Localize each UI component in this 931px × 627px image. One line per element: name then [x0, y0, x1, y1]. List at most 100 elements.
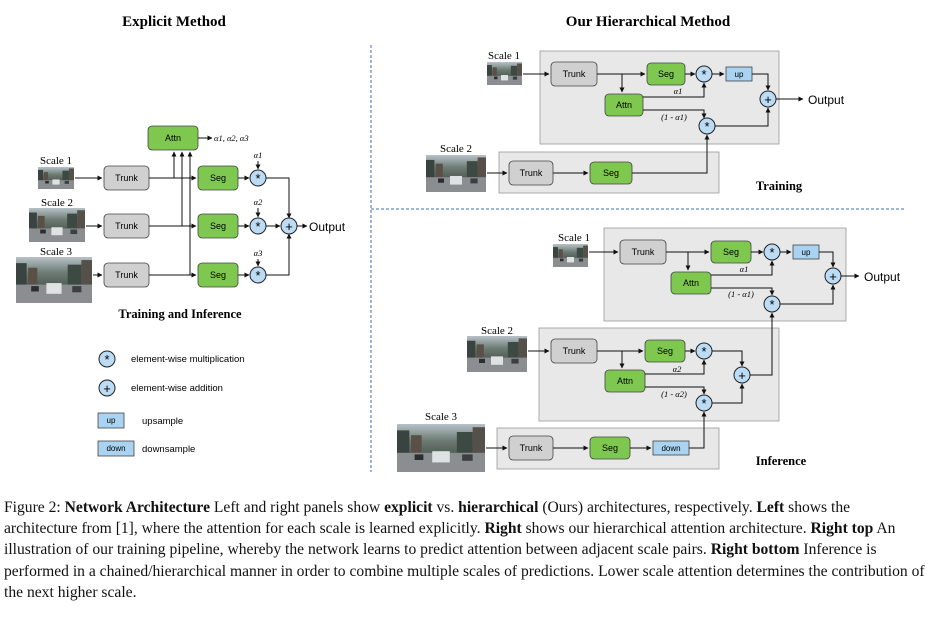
- inf-mul-op-4: *: [695, 394, 713, 412]
- train-scale-2-label: Scale 2: [440, 143, 472, 155]
- left-output-label: Output: [309, 220, 346, 234]
- left-mul-op-3: *: [249, 266, 267, 284]
- svg-text:+: +: [103, 381, 111, 396]
- left-scale-3-image: [16, 257, 92, 303]
- inference-diagram: Scale 1 Scale 2 Scale 3 Trunk Seg Attn *…: [397, 227, 901, 472]
- left-seg-3-label: Seg: [210, 270, 226, 280]
- svg-text:+: +: [829, 269, 837, 284]
- training-diagram: Scale 1 Scale 2 Trunk Seg Attn * α1 (1 -…: [426, 50, 845, 194]
- legend-down-icon: [97, 440, 135, 457]
- left-attn-output-label: α1, α2, α3: [214, 133, 249, 143]
- inf-alpha-2: α2: [673, 364, 682, 374]
- svg-text:*: *: [255, 268, 260, 283]
- train-scale-1-image: [487, 62, 522, 85]
- legend-mul-icon: *: [98, 350, 116, 368]
- inf-trunk-3-label: Trunk: [520, 443, 543, 453]
- inf-seg-2-label: Seg: [657, 346, 673, 356]
- svg-text:+: +: [764, 92, 772, 107]
- caption-text-4: shows the architecture from [1], where t…: [4, 499, 851, 538]
- caption-text-6: An illustration of our training pipeline…: [4, 520, 896, 559]
- svg-text:*: *: [701, 67, 706, 82]
- inf-seg-1-label: Seg: [723, 247, 739, 257]
- left-subtitle: Training and Inference: [118, 307, 242, 321]
- inf-mul-op-3: *: [695, 342, 713, 360]
- left-add-op: +: [280, 217, 298, 235]
- inf-seg-3-label: Seg: [602, 443, 618, 453]
- train-add-op: +: [759, 90, 777, 108]
- caption-right-top: Right top: [810, 520, 874, 538]
- inference-subtitle: Inference: [756, 454, 807, 468]
- caption-right-bottom: Right bottom: [710, 541, 800, 559]
- caption-right-label: Right: [484, 520, 522, 538]
- train-scale-2-image: [426, 155, 486, 192]
- legend-add-text: element-wise addition: [131, 383, 223, 394]
- caption-prefix: Figure 2:: [4, 499, 65, 516]
- inf-add-op-2: +: [733, 366, 751, 384]
- inf-scale-2-label: Scale 2: [481, 325, 513, 337]
- left-panel-title: Explicit Method: [122, 14, 226, 30]
- left-alpha-3: α3: [254, 248, 263, 258]
- inf-attn-1: [670, 271, 712, 295]
- inf-scale-2-image: [467, 336, 527, 372]
- train-attn: [604, 93, 644, 117]
- train-trunk-1-label: Trunk: [563, 69, 586, 79]
- caption-explicit: explicit: [384, 499, 433, 516]
- left-trunk-1-label: Trunk: [115, 173, 138, 183]
- inf-scale-3-label: Scale 3: [425, 411, 458, 423]
- svg-text:*: *: [255, 171, 260, 186]
- inf-attn-1-label: Attn: [683, 278, 699, 288]
- svg-text:+: +: [285, 219, 293, 234]
- train-seg-2-label: Seg: [603, 168, 619, 178]
- legend-up-text: upsample: [142, 416, 183, 427]
- svg-text:*: *: [104, 352, 109, 367]
- inf-one-minus-alpha-2: (1 - α2): [661, 389, 687, 399]
- left-alpha-2: α2: [254, 197, 263, 207]
- svg-text:*: *: [255, 219, 260, 234]
- train-mul-op-1: *: [695, 65, 713, 83]
- inf-mul-op-2: *: [763, 295, 781, 313]
- explicit-method-diagram: Scale 1 Scale 2 Scale 3 Trunk Trunk Trun…: [16, 125, 346, 321]
- caption-heading: Network Architecture: [64, 499, 210, 516]
- inf-attn-2-label: Attn: [617, 376, 633, 386]
- inf-attn-2: [604, 369, 646, 393]
- left-trunk-3-label: Trunk: [115, 270, 138, 280]
- left-attn-label: Attn: [165, 133, 181, 143]
- inf-scale-3-image: [397, 424, 485, 472]
- inf-trunk-2-label: Trunk: [563, 346, 586, 356]
- caption-text-2: vs.: [432, 499, 459, 516]
- left-seg-1-label: Seg: [210, 173, 226, 183]
- caption-hierarchical: hierarchical: [458, 499, 539, 516]
- train-output-label: Output: [808, 93, 845, 107]
- caption-text-1: Left and right panels show: [210, 499, 385, 516]
- right-panel-title: Our Hierarchical Method: [566, 14, 731, 30]
- inf-alpha-1: α1: [740, 264, 749, 274]
- inf-downsample-label: down: [661, 444, 680, 453]
- legend-up-icon: [97, 412, 125, 429]
- train-alpha-1: α1: [674, 86, 683, 96]
- inf-scale-1-image: [553, 244, 588, 267]
- left-seg-2-label: Seg: [210, 221, 226, 231]
- left-mul-op-1: *: [249, 169, 267, 187]
- inf-one-minus-alpha-1: (1 - α1): [728, 289, 754, 299]
- left-scale-2-image: [29, 208, 85, 242]
- legend-down-text: downsample: [142, 444, 195, 455]
- caption-text-5: shows our hierarchical attention archite…: [521, 520, 811, 538]
- train-trunk-2-label: Trunk: [520, 168, 543, 178]
- left-mul-op-2: *: [249, 217, 267, 235]
- legend-add-icon: +: [98, 379, 116, 397]
- caption-text-7: Inference is performed in a chained/hier…: [4, 541, 925, 601]
- svg-text:*: *: [701, 396, 706, 411]
- legend-up-box-label: up: [107, 416, 116, 425]
- left-trunk-2-label: Trunk: [115, 221, 138, 231]
- left-scale-1-label: Scale 1: [40, 155, 72, 167]
- inf-output-label: Output: [864, 270, 901, 284]
- legend-down-box-label: down: [106, 444, 125, 453]
- train-scale-1-label: Scale 1: [488, 50, 520, 62]
- train-attn-label: Attn: [616, 100, 632, 110]
- train-mul-op-2: *: [698, 117, 716, 135]
- training-subtitle: Training: [756, 179, 803, 193]
- inf-mul-op-1: *: [763, 243, 781, 261]
- left-scale-3-label: Scale 3: [40, 246, 73, 258]
- inf-add-op-1: +: [824, 267, 842, 285]
- svg-text:*: *: [769, 297, 774, 312]
